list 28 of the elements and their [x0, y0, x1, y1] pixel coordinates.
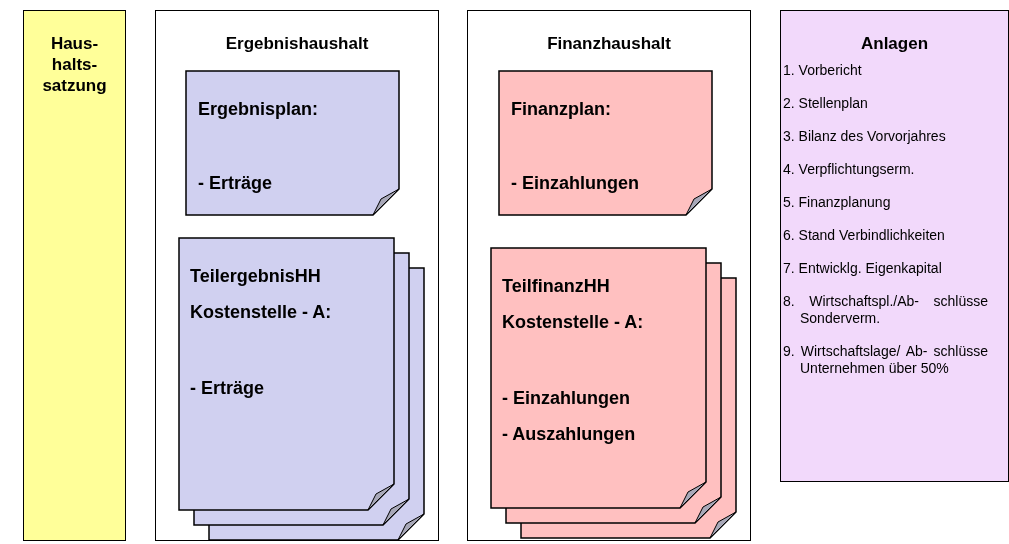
panel [155, 10, 439, 541]
list-item: 3. Bilanz des Vorvorjahres [783, 128, 947, 145]
list-item: 4. Verpflichtungserm. [783, 161, 916, 178]
list-item: 5. Finanzplanung [783, 194, 892, 211]
page-text: Finanzplan: [511, 98, 612, 120]
list-item: 9. Wirtschaftslage/ Ab- schlüsse Unternehmen über 50% [783, 343, 988, 377]
list-item: 6. Stand Verbindlichkeiten [783, 227, 946, 244]
page-text: - Einzahlungen [511, 172, 639, 194]
page-text: - Erträge [190, 377, 266, 399]
page-text: TeilfinanzHH [502, 275, 611, 297]
page-text: - Erträge [198, 172, 274, 194]
panel-title: Ergebnishaushalt [224, 33, 370, 54]
page-text: - Auszahlungen [502, 423, 637, 445]
page-text: Kostenstelle - A: [190, 301, 332, 323]
panel [467, 10, 751, 541]
panel [23, 10, 126, 541]
list-item: 8. Wirtschaftspl./Ab- schlüsse Sonderverm. [783, 293, 988, 327]
list-item: 7. Entwicklg. Eigenkapital [783, 260, 943, 277]
page-text: - Einzahlungen [502, 387, 631, 409]
panel [780, 10, 1009, 482]
panel-title: Haus- halts- satzung [41, 33, 108, 96]
list-item: 1. Vorbericht [783, 62, 863, 79]
panel-title: Anlagen [859, 33, 930, 54]
list-item: 2. Stellenplan [783, 95, 869, 112]
page-text: Kostenstelle - A: [502, 311, 644, 333]
panel-title: Finanzhaushalt [546, 33, 672, 54]
page-text: TeilergebnisHH [190, 265, 322, 287]
page-text: Ergebnisplan: [198, 98, 318, 120]
